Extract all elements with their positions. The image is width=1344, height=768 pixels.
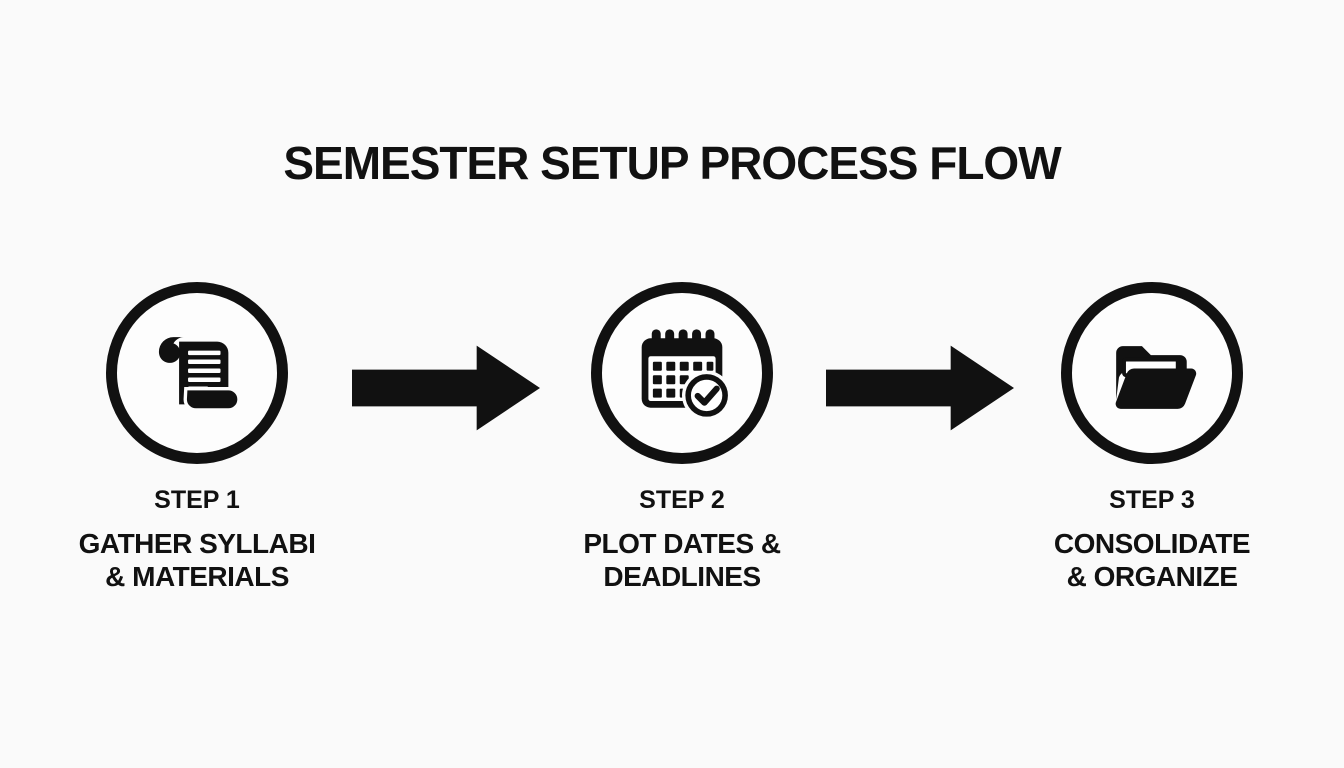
step-1-description: GATHER SYLLABI & MATERIALS <box>57 527 337 593</box>
step-2-block: STEP 2 PLOT DATES & DEADLINES <box>542 282 822 593</box>
step-2-description: PLOT DATES & DEADLINES <box>542 527 822 593</box>
step-2-label: STEP 2 <box>639 486 725 514</box>
open-folder-icon <box>1096 317 1208 429</box>
step-2-circle <box>591 282 773 464</box>
step-3-desc-line2: & ORGANIZE <box>1066 561 1238 592</box>
step-1-desc-line1: GATHER SYLLABI <box>78 528 316 559</box>
step-3-block: STEP 3 CONSOLIDATE & ORGANIZE <box>1012 282 1292 593</box>
arrow-right-icon <box>826 342 1014 434</box>
calendar-check-icon <box>626 317 738 429</box>
page-title: SEMESTER SETUP PROCESS FLOW <box>283 137 1061 189</box>
step-1-block: STEP 1 GATHER SYLLABI & MATERIALS <box>57 282 337 593</box>
arrow-right-icon <box>352 342 540 434</box>
step-3-desc-line1: CONSOLIDATE <box>1053 528 1251 559</box>
step-1-desc-line2: & MATERIALS <box>105 561 289 592</box>
step-3-description: CONSOLIDATE & ORGANIZE <box>1012 527 1292 593</box>
scroll-icon <box>141 317 253 429</box>
step-1-label: STEP 1 <box>154 486 240 514</box>
step-2-desc-line2: DEADLINES <box>603 561 761 592</box>
step-2-desc-line1: PLOT DATES & <box>583 528 781 559</box>
step-3-label: STEP 3 <box>1109 486 1195 514</box>
step-1-circle <box>106 282 288 464</box>
step-3-circle <box>1061 282 1243 464</box>
